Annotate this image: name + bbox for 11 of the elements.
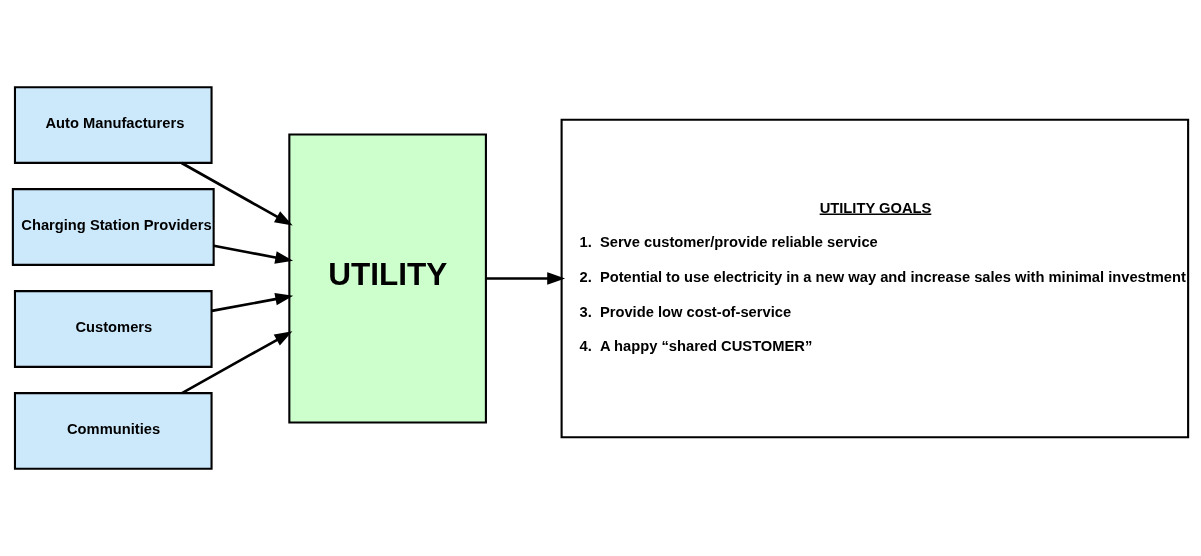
arrow [213, 244, 294, 264]
arrow [181, 331, 293, 395]
node-box: Auto Manufacturers [13, 86, 213, 164]
node-box: Charging Station Providers [11, 188, 215, 266]
arrow [486, 272, 566, 285]
node-box: UTILITY GOALS 1. Serve customer/provide reliable service 2. Potential to use electricity in a new way and increase sales with minimal investment 3. Provide low cost-of-service 4. A happy “shared CUSTOMER” [560, 118, 1190, 439]
node-box: UTILITY [288, 133, 487, 424]
node-box: Customers [13, 290, 213, 368]
arrow [180, 161, 293, 226]
node-box: Communities [13, 392, 213, 470]
arrow [211, 292, 294, 313]
